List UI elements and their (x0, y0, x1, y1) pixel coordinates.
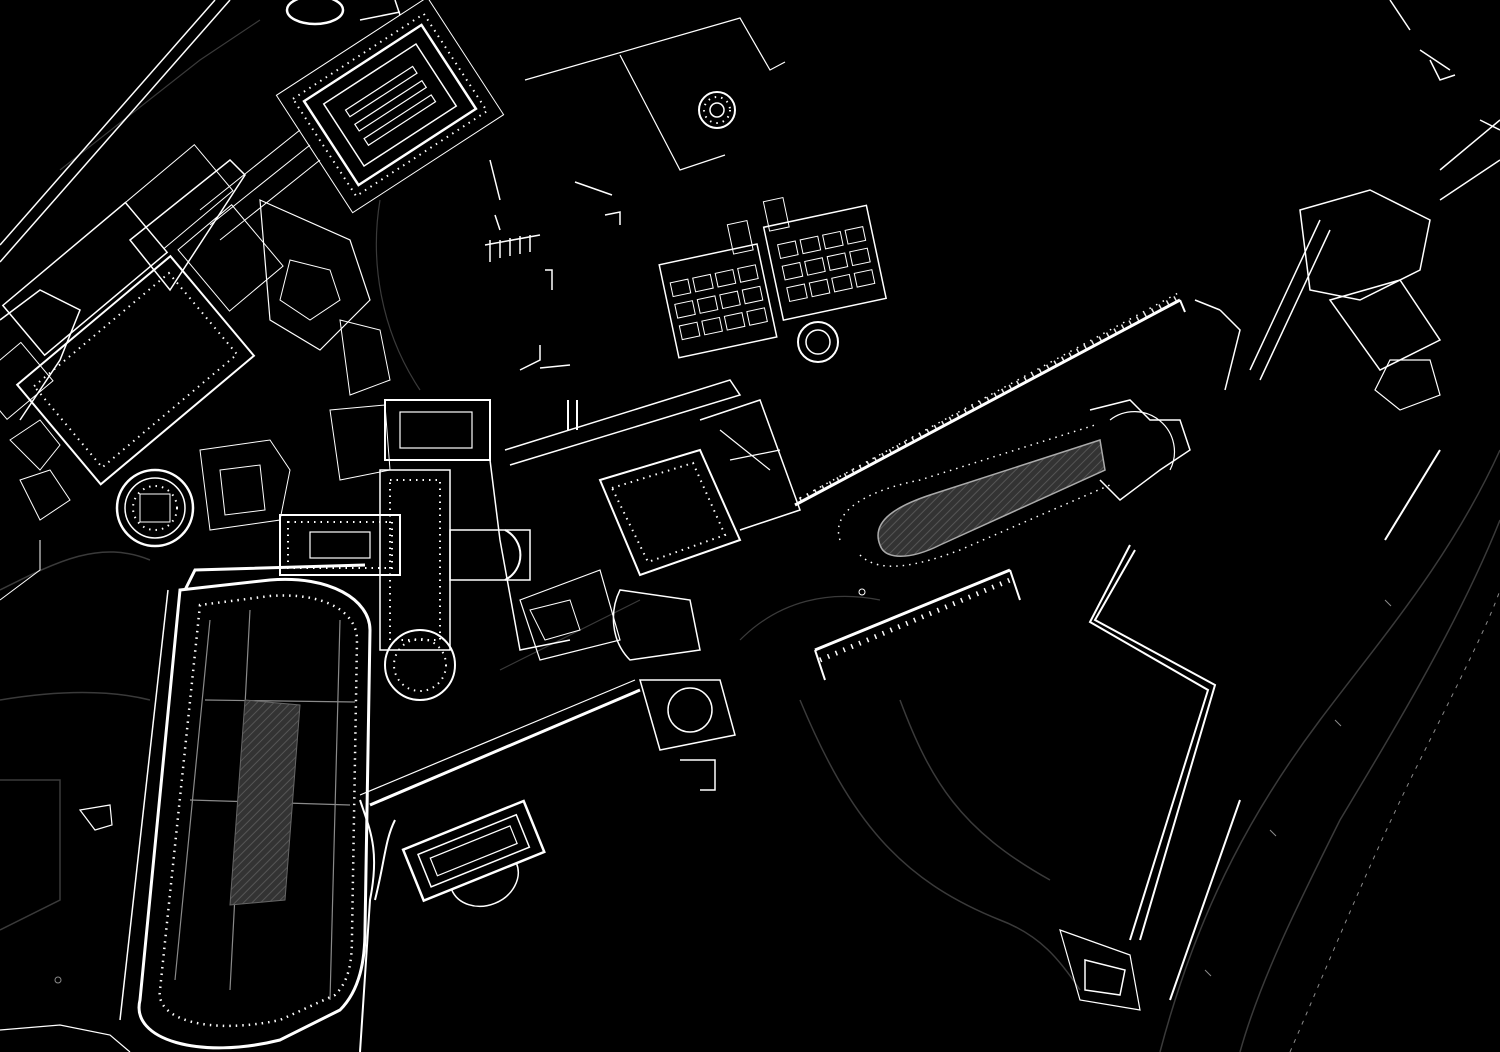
small-round-building (797, 321, 839, 363)
road-northwest (0, 0, 231, 263)
round-temple (524, 17, 786, 171)
oval-pool (285, 0, 345, 26)
north-peristyle-complex (275, 0, 505, 214)
central-baths (279, 379, 742, 701)
point-markers (0, 588, 1392, 1052)
northeast-complex (1194, 0, 1500, 541)
south-portico (814, 568, 1021, 681)
zigzag-wall (1059, 544, 1241, 1011)
terrain-contours (0, 19, 1500, 1052)
small-temple-south (401, 799, 546, 908)
west-garden-complex (0, 144, 284, 486)
ruin-fragments (359, 0, 621, 430)
long-pool-arena (119, 563, 372, 1050)
avenue-southeast (359, 679, 641, 1052)
canopus-basin (837, 399, 1191, 567)
east-palace (519, 399, 801, 791)
dormitory-blocks (658, 196, 888, 359)
west-rooms (0, 129, 391, 601)
northeast-portico-wall (794, 291, 1186, 507)
round-hall (115, 468, 195, 548)
